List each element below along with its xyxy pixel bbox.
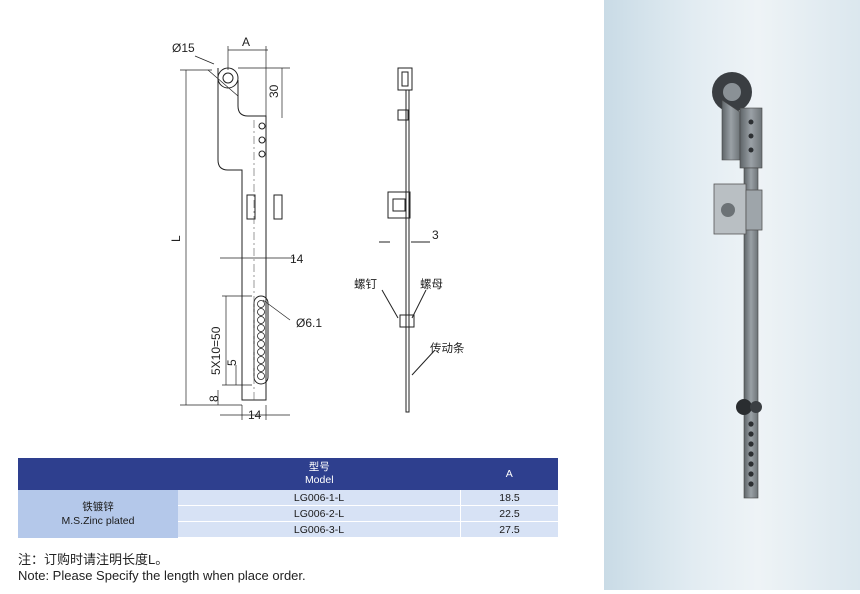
- side-view: [379, 67, 436, 413]
- dim-8: 8: [207, 395, 221, 402]
- dim-a: A: [242, 35, 250, 49]
- a-value-cell: 22.5: [460, 505, 558, 522]
- header-model-cn: 型号: [308, 461, 330, 473]
- order-notes: 注：订购时请注明长度L。 Note: Please Specify the le…: [18, 552, 306, 584]
- header-model: 型号 Model: [178, 458, 461, 490]
- dimension-labels: Ø15 A 30 L 14 Ø6.1 5X10=50 5 8 14: [169, 35, 322, 422]
- product-illustration: [712, 72, 763, 499]
- callout-drive-bar: 传动条: [430, 341, 465, 355]
- dim-dia15: Ø15: [172, 41, 195, 55]
- header-a: A: [460, 458, 558, 490]
- dimension-lines: [180, 46, 295, 420]
- material-cn: 铁镀锌: [82, 500, 114, 513]
- callout-nut: 螺母: [420, 277, 443, 291]
- table-row: LG006-3-L 27.5: [18, 521, 558, 538]
- dim-dia61: Ø6.1: [296, 316, 322, 330]
- screw: [736, 399, 752, 415]
- technical-drawing: Ø15 A 30 L 14 Ø6.1 5X10=50 5 8 14 3 螺钉 螺…: [169, 35, 465, 422]
- table-header: 型号 Model A: [18, 458, 558, 490]
- note-cn: 注：订购时请注明长度L。: [18, 552, 169, 567]
- spec-table: 型号 Model A 铁镀锌 M.S.Zinc plated LG006-1-L…: [18, 458, 558, 538]
- dim-l: L: [169, 235, 183, 242]
- a-value-cell: 27.5: [460, 521, 558, 538]
- front-view: [217, 67, 283, 401]
- product-photo: [604, 0, 860, 590]
- slot-holes: [257, 300, 265, 380]
- material-en: M.S.Zinc plated: [61, 514, 135, 527]
- dim-5x10: 5X10=50: [209, 326, 223, 375]
- dim-14-bot: 14: [248, 408, 262, 422]
- material-cell: 铁镀锌 M.S.Zinc plated: [18, 490, 178, 538]
- drive-bar: [743, 167, 759, 499]
- dim-5: 5: [225, 359, 239, 366]
- dim-3: 3: [432, 228, 439, 242]
- table-row: LG006-2-L 22.5: [18, 505, 558, 522]
- model-cell: LG006-1-L: [178, 490, 461, 506]
- a-value-cell: 18.5: [460, 490, 558, 506]
- model-cell: LG006-2-L: [178, 505, 461, 522]
- note-en: Note: Please Specify the length when pla…: [18, 568, 306, 583]
- callout-screw: 螺钉: [354, 277, 377, 291]
- dim-14-mid: 14: [290, 252, 304, 266]
- table-row: 铁镀锌 M.S.Zinc plated LG006-1-L 18.5: [18, 490, 558, 538]
- header-material: [18, 458, 178, 490]
- model-cell: LG006-3-L: [178, 521, 461, 538]
- header-model-en: Model: [304, 474, 334, 486]
- dim-30: 30: [267, 84, 281, 98]
